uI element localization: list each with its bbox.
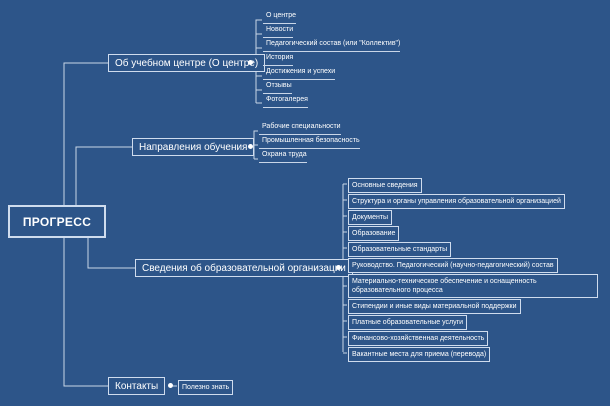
branch-expand-dot[interactable]: [248, 60, 253, 65]
branch-expand-dot[interactable]: [336, 265, 341, 270]
leaf-item[interactable]: Документы: [348, 210, 393, 225]
leaf-item[interactable]: Полезно знать: [178, 380, 234, 395]
leaf-item[interactable]: Финансово-хозяйственная деятельность: [348, 331, 489, 346]
branch-contacts[interactable]: Контакты: [108, 377, 166, 395]
leaf-item[interactable]: Руководство. Педагогический (научно-педа…: [348, 258, 558, 273]
leaf-item[interactable]: Рабочие специальности: [259, 122, 341, 135]
leaf-item[interactable]: Новости: [263, 25, 294, 38]
branch-organization-info[interactable]: Сведения об образовательной организации: [135, 259, 353, 277]
branch-expand-dot[interactable]: [248, 144, 253, 149]
leaf-item[interactable]: Фотогалерея: [263, 95, 308, 108]
branch-label: Об учебном центре (О центре): [115, 57, 259, 69]
branch-expand-dot[interactable]: [168, 383, 173, 388]
root-node[interactable]: ПРОГРЕСС: [8, 205, 106, 238]
leaf-item[interactable]: Образование: [348, 226, 400, 241]
leaf-item[interactable]: О центре: [263, 11, 297, 24]
root-branch-connector: [75, 146, 132, 205]
leaf-item[interactable]: Промышленная безопасность: [259, 136, 360, 149]
leaf-item[interactable]: Охрана труда: [259, 150, 307, 163]
leaf-item[interactable]: Платные образовательные услуги: [348, 315, 468, 330]
leaf-item[interactable]: Структура и органы управления образовате…: [348, 194, 565, 209]
root-branch-connector: [63, 62, 108, 205]
leaf-item[interactable]: Материально-техническое обеспечение и ос…: [348, 274, 598, 298]
branch-label: Направления обучения: [139, 141, 248, 153]
leaf-item[interactable]: Основные сведения: [348, 178, 422, 193]
branch-training-directions[interactable]: Направления обучения: [132, 138, 255, 156]
leaf-item[interactable]: Вакантные места для приема (перевода): [348, 347, 491, 362]
leaf-item[interactable]: История: [263, 53, 294, 66]
leaf-item[interactable]: Стипендии и иные виды материальной подде…: [348, 299, 521, 314]
root-branch-connector: [87, 238, 135, 269]
branch-label: Контакты: [115, 380, 159, 392]
root-branch-connector: [63, 238, 108, 387]
leaf-item[interactable]: Отзывы: [263, 81, 292, 94]
leaf-item[interactable]: Образовательные стандарты: [348, 242, 452, 257]
branch-label: Сведения об образовательной организации: [142, 262, 346, 274]
leaf-item[interactable]: Педагогический состав (или "Коллектив"): [263, 39, 401, 52]
leaf-item[interactable]: Достижения и успехи: [263, 67, 336, 80]
branch-about-center[interactable]: Об учебном центре (О центре): [108, 54, 266, 72]
